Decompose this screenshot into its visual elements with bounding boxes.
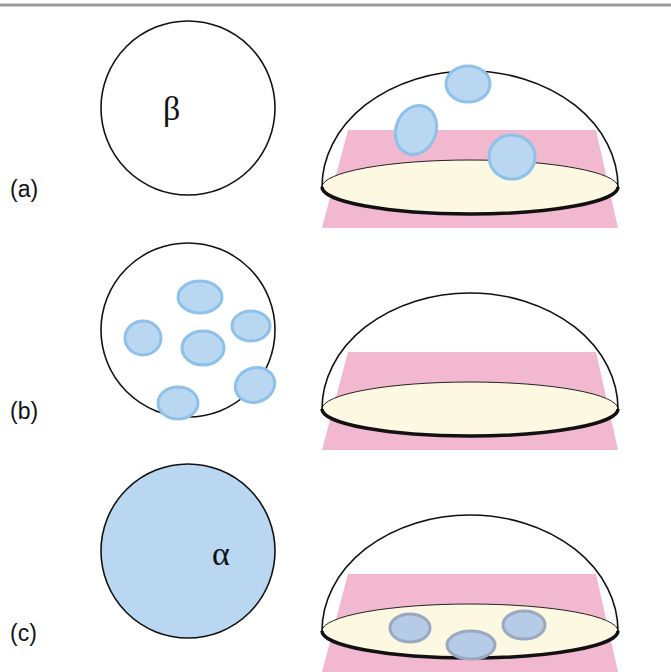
dome-shell: [322, 293, 618, 409]
dome-rim: [322, 631, 618, 658]
grain-circle: α: [99, 462, 277, 640]
panel-label: (b): [10, 400, 38, 423]
nucleus: [389, 100, 444, 161]
grain-circle: β: [99, 19, 277, 197]
circle-outline: [99, 462, 277, 640]
nucleus: [178, 281, 222, 313]
dome-shell: [322, 515, 618, 631]
panel-label: (c): [10, 622, 37, 645]
phase-symbol: β: [163, 92, 180, 126]
pink-plate: [322, 574, 618, 672]
nucleus: [182, 331, 224, 365]
nucleus: [446, 66, 490, 102]
phase-symbol: α: [212, 537, 230, 571]
dome-base: [322, 160, 618, 214]
dome-base: [322, 604, 618, 658]
dome-rim: [322, 409, 618, 436]
precipitate: [390, 614, 430, 642]
nucleus: [230, 362, 279, 408]
pink-plate: [322, 130, 618, 228]
dome-rim: [322, 187, 618, 214]
dome-a: [322, 66, 618, 228]
nucleus: [125, 321, 161, 355]
dome-b: [322, 293, 618, 450]
dome-c: [322, 515, 618, 672]
circle-shape: [101, 464, 275, 638]
circle-b: [101, 243, 280, 419]
nucleus: [232, 311, 270, 341]
top-rule: [0, 4, 671, 7]
nucleus: [158, 387, 198, 419]
precipitate: [503, 611, 545, 639]
pink-plate: [322, 352, 618, 450]
panel-label: (a): [10, 178, 38, 201]
nucleus: [489, 135, 535, 179]
circle-shape: [101, 21, 275, 195]
dome-base: [322, 382, 618, 436]
precipitate: [447, 631, 495, 659]
circle-outline: [99, 19, 277, 197]
